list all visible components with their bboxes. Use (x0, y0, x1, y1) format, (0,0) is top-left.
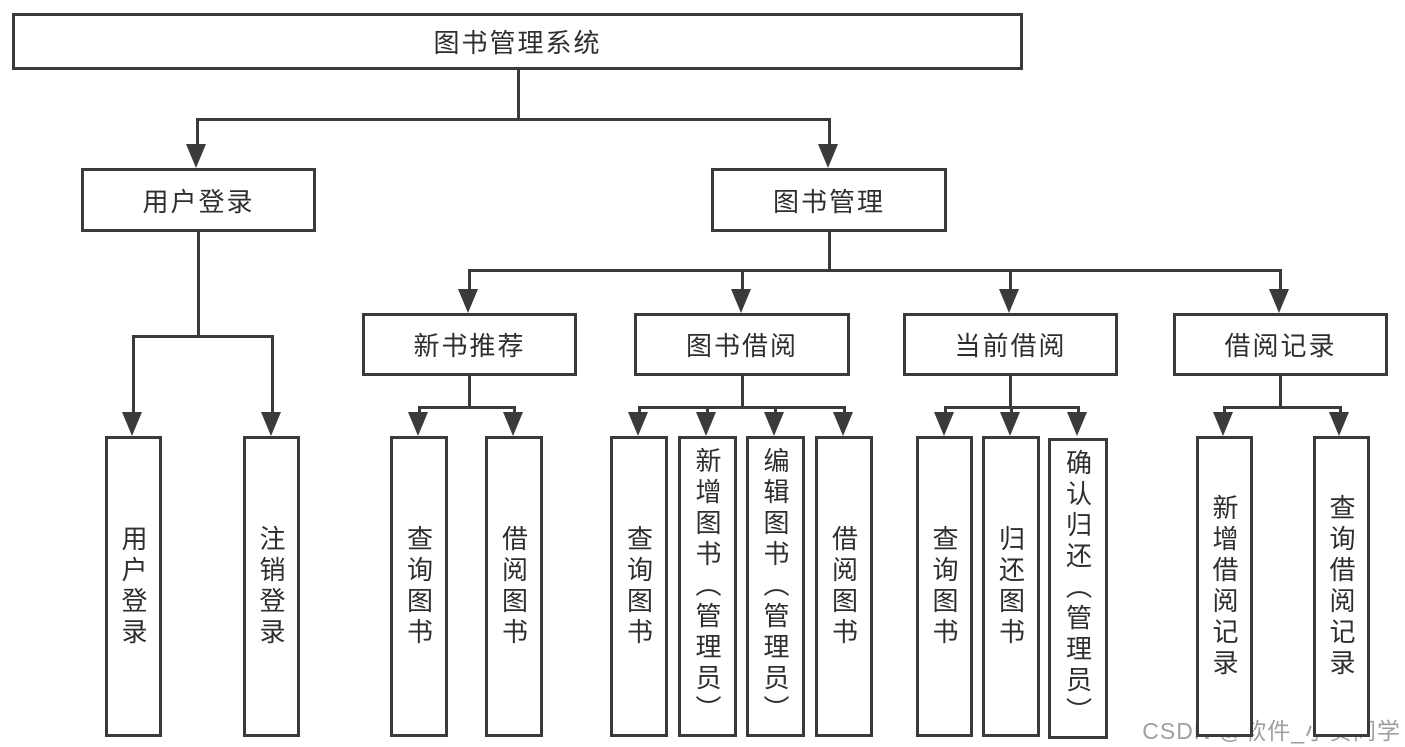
node-new-book-recommend: 新书推荐 (362, 313, 577, 376)
arrowhead-down-icon (764, 412, 784, 436)
node-label-leaf-borrow-book-2: 借阅图书 (828, 524, 859, 649)
node-label-book-borrow: 图书借阅 (685, 331, 798, 361)
arrowhead-down-icon (458, 289, 478, 313)
connector-line (1009, 376, 1012, 409)
node-label-leaf-add-borrow-record: 新增借阅记录 (1209, 493, 1239, 680)
arrowhead-down-icon (122, 412, 142, 436)
connector-line (774, 406, 777, 416)
arrowhead-down-icon (1269, 289, 1289, 313)
connector-line (843, 406, 846, 416)
node-leaf-borrow-book-2: 借阅图书 (815, 436, 873, 737)
connector-line (1009, 269, 1012, 293)
node-root: 图书管理系统 (12, 13, 1023, 70)
node-label-new-book-recommend: 新书推荐 (413, 331, 526, 361)
connector-line (513, 406, 516, 416)
node-label-leaf-edit-book: 编辑图书（管理员） (760, 447, 790, 726)
node-label-leaf-query-book-2: 查询图书 (623, 524, 654, 649)
connector-line (418, 406, 516, 409)
node-leaf-query-borrow-record: 查询借阅记录 (1313, 436, 1370, 737)
connector-line (468, 269, 471, 293)
connector-line (638, 406, 641, 416)
connector-line (741, 376, 744, 409)
arrowhead-down-icon (999, 289, 1019, 313)
connector-line (517, 70, 520, 121)
node-current-borrow: 当前借阅 (903, 313, 1118, 376)
arrowhead-down-icon (186, 144, 206, 168)
connector-line (1279, 376, 1282, 409)
node-borrow-record: 借阅记录 (1173, 313, 1388, 376)
node-label-borrow-record: 借阅记录 (1224, 331, 1337, 361)
connector-line (132, 335, 274, 338)
connector-line (418, 406, 421, 416)
arrowhead-down-icon (833, 412, 853, 436)
node-label-current-borrow: 当前借阅 (954, 331, 1067, 361)
connector-line (944, 406, 947, 416)
arrowhead-down-icon (628, 412, 648, 436)
node-book-borrow: 图书借阅 (634, 313, 850, 376)
node-label-leaf-borrow-book-1: 借阅图书 (498, 524, 529, 649)
connector-line (741, 269, 744, 293)
arrowhead-down-icon (731, 289, 751, 313)
node-label-leaf-logout: 注销登录 (256, 524, 286, 649)
node-label-leaf-return-book: 归还图书 (995, 524, 1026, 649)
node-label-root: 图书管理系统 (433, 28, 602, 58)
node-label-user-login-group: 用户登录 (142, 186, 255, 217)
arrowhead-down-icon (1213, 412, 1233, 436)
connector-line (468, 269, 1282, 272)
connector-line (1077, 406, 1080, 416)
arrowhead-down-icon (408, 412, 428, 436)
arrowhead-down-icon (261, 412, 281, 436)
arrowhead-down-icon (696, 412, 716, 436)
node-label-leaf-add-book: 新增图书（管理员） (692, 447, 722, 726)
connector-line (1279, 269, 1282, 293)
node-leaf-user-login: 用户登录 (105, 436, 162, 737)
node-leaf-logout: 注销登录 (243, 436, 300, 737)
node-book-management: 图书管理 (711, 168, 947, 232)
connector-line (1223, 406, 1226, 416)
connector-line (706, 406, 709, 416)
connector-line (196, 118, 199, 148)
connector-line (828, 232, 831, 272)
node-leaf-confirm-return: 确认归还（管理员） (1048, 438, 1108, 739)
node-leaf-return-book: 归还图书 (982, 436, 1040, 737)
node-leaf-borrow-book-1: 借阅图书 (485, 436, 543, 737)
connector-line (132, 335, 135, 416)
node-leaf-query-book-1: 查询图书 (390, 436, 448, 737)
arrowhead-down-icon (934, 412, 954, 436)
node-leaf-query-book-2: 查询图书 (610, 436, 668, 737)
arrowhead-down-icon (1067, 412, 1087, 436)
node-leaf-edit-book: 编辑图书（管理员） (746, 436, 805, 737)
node-leaf-query-book-3: 查询图书 (916, 436, 973, 737)
node-label-leaf-query-book-3: 查询图书 (929, 524, 959, 649)
connector-line (197, 232, 200, 338)
node-label-book-management: 图书管理 (772, 186, 885, 217)
connector-line (638, 406, 846, 409)
node-label-leaf-confirm-return: 确认归还（管理员） (1062, 449, 1093, 728)
connector-line (1010, 406, 1013, 416)
connector-line (828, 118, 831, 148)
connector-line (271, 335, 274, 416)
arrowhead-down-icon (503, 412, 523, 436)
node-leaf-add-borrow-record: 新增借阅记录 (1196, 436, 1253, 737)
connector-line (1223, 406, 1342, 409)
arrowhead-down-icon (1000, 412, 1020, 436)
node-leaf-add-book: 新增图书（管理员） (678, 436, 737, 737)
arrowhead-down-icon (818, 144, 838, 168)
connector-line (1339, 406, 1342, 416)
connector-line (196, 118, 831, 121)
node-label-leaf-query-borrow-record: 查询借阅记录 (1326, 493, 1356, 680)
arrowhead-down-icon (1329, 412, 1349, 436)
node-label-leaf-user-login: 用户登录 (118, 524, 148, 649)
connector-line (468, 376, 471, 409)
node-user-login-group: 用户登录 (81, 168, 316, 232)
node-label-leaf-query-book-1: 查询图书 (403, 524, 434, 649)
